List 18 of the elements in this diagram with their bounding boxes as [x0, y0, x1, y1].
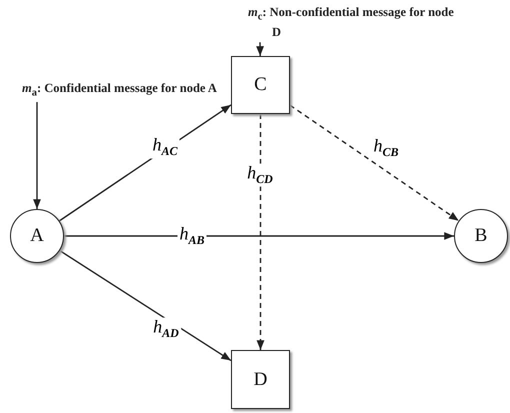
node-box: [231, 56, 290, 114]
arrow: [59, 250, 232, 362]
node-label: A: [30, 225, 44, 247]
node-label: D: [254, 368, 268, 390]
message-note: m$_{a}$: Confidential message for node A: [22, 80, 222, 100]
message-note: m$_{c}$: Non-confidential message for node D: [248, 4, 458, 40]
edge-label: h$_{CD}$: [245, 164, 275, 186]
arrow: [256, 114, 264, 350]
node-label: C: [254, 74, 267, 96]
node-box: [231, 350, 290, 409]
arrow: [33, 102, 41, 209]
edge-label: h$_{AC}$: [150, 136, 180, 158]
arrow: [256, 42, 264, 56]
node-label: B: [474, 225, 488, 247]
arrow: [64, 232, 454, 240]
edge-label: h$_{CB}$: [372, 136, 400, 160]
node-circle: [454, 209, 508, 263]
node-circle: [10, 209, 64, 263]
